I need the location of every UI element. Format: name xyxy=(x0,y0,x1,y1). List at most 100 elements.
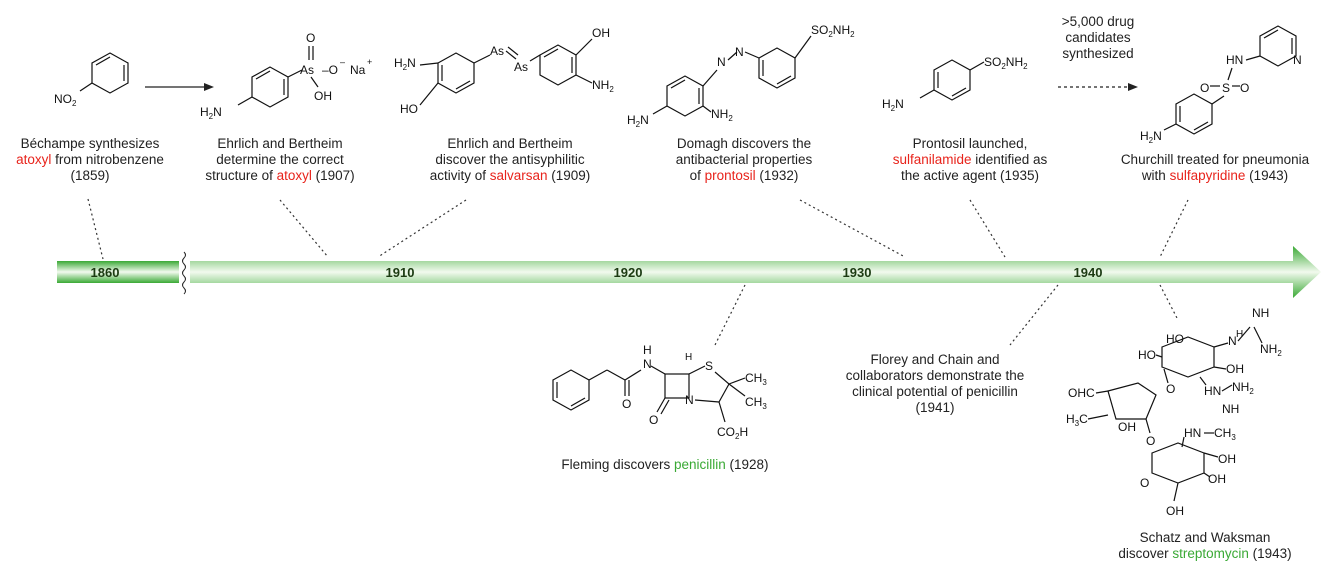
connector-domagh xyxy=(799,199,906,258)
highlight-sulfapyridine: sulfapyridine xyxy=(1169,168,1246,183)
sulfapyridine-structure: N HN S O O H2N xyxy=(1140,25,1302,145)
caption-churchill: Churchill treated for pneumonia with sul… xyxy=(1110,152,1320,184)
svg-text:NH: NH xyxy=(1222,402,1239,416)
caption-domagh: Domagh discovers the antibacterial prope… xyxy=(654,136,834,184)
connector-prontosil xyxy=(969,199,1006,258)
year-label-1940: 1940 xyxy=(1074,265,1103,280)
caption-florey: Florey and Chain and collaborators demon… xyxy=(830,352,1040,416)
svg-text:As: As xyxy=(300,63,314,77)
caption-fleming-year: (1928) xyxy=(729,457,769,472)
reaction-arrow xyxy=(145,83,214,91)
svg-text:H2N: H2N xyxy=(882,97,904,113)
caption-ehrlich-salvarsan-line3: activity of salvarsan (1909) xyxy=(412,168,608,184)
svg-text:O: O xyxy=(649,413,658,427)
caption-ehrlich-salvarsan-line2: discover the antisyphilitic xyxy=(435,152,585,167)
svg-text:H2N: H2N xyxy=(1140,129,1162,145)
highlight-atoxyl-2: atoxyl xyxy=(276,168,312,183)
connector-ehrlich-salvarsan xyxy=(377,199,467,258)
svg-text:H2N: H2N xyxy=(200,105,222,121)
svg-text:N: N xyxy=(1293,53,1302,67)
svg-text:N: N xyxy=(717,55,726,69)
caption-ehrlich-atoxyl: Ehrlich and Bertheim determine the corre… xyxy=(195,136,365,184)
caption-schatz-line1: Schatz and Waksman xyxy=(1139,530,1271,545)
connector-schatz xyxy=(1159,284,1179,321)
connector-ehrlich-atoxyl xyxy=(279,199,329,258)
nitrobenzene-structure: NO2 xyxy=(54,52,129,108)
svg-text:O: O xyxy=(1140,476,1149,490)
svg-text:H2N: H2N xyxy=(627,113,649,129)
highlight-streptomycin: streptomycin xyxy=(1172,546,1249,561)
caption-candidates-line1: >5,000 drug xyxy=(1061,14,1135,29)
caption-ehrlich-salvarsan: Ehrlich and Bertheim discover the antisy… xyxy=(412,136,608,184)
caption-florey-line4: (1941) xyxy=(915,400,955,415)
svg-text:OH: OH xyxy=(592,26,610,40)
svg-text:NH2: NH2 xyxy=(711,107,733,123)
svg-text:+: + xyxy=(367,57,372,67)
svg-text:NH2: NH2 xyxy=(1260,342,1282,358)
svg-text:HN: HN xyxy=(1204,384,1221,398)
caption-domagh-year: (1932) xyxy=(759,168,799,183)
svg-text:OHC: OHC xyxy=(1068,386,1095,400)
caption-florey-line1: Florey and Chain and xyxy=(870,352,1000,367)
svg-text:S: S xyxy=(1222,81,1230,95)
svg-text:O: O xyxy=(1240,81,1249,95)
highlight-prontosil: prontosil xyxy=(704,168,756,183)
svg-text:CH3: CH3 xyxy=(745,395,767,411)
caption-ehrlich-atoxyl-line2: determine the correct xyxy=(216,152,344,167)
connector-fleming xyxy=(714,284,746,346)
connector-bechampe xyxy=(87,198,104,260)
caption-candidates: >5,000 drug candidates synthesized xyxy=(1050,14,1146,62)
svg-text:CH3: CH3 xyxy=(1214,426,1236,442)
svg-text:H2N: H2N xyxy=(394,56,416,72)
caption-schatz-before: discover xyxy=(1118,546,1169,561)
connector-florey xyxy=(1009,284,1059,346)
svg-text:HO: HO xyxy=(1166,332,1184,346)
caption-churchill-year: (1943) xyxy=(1249,168,1289,183)
timeline-arrow xyxy=(190,246,1321,298)
highlight-atoxyl: atoxyl xyxy=(16,152,52,167)
caption-bechampe-rest: from nitrobenzene xyxy=(55,152,164,167)
year-label-1930: 1930 xyxy=(843,265,872,280)
caption-prontosil-line3: the active agent (1935) xyxy=(900,168,1040,183)
svg-text:O: O xyxy=(306,31,315,45)
svg-text:CO2H: CO2H xyxy=(717,425,748,441)
timeline-segment-1860 xyxy=(57,261,179,283)
caption-ehrlich-atoxyl-before: structure of xyxy=(205,168,273,183)
caption-bechampe-year: (1859) xyxy=(70,168,110,183)
svg-text:N: N xyxy=(643,357,652,371)
highlight-salvarsan: salvarsan xyxy=(489,168,548,183)
salvarsan-structure: H2N HO As As OH NH2 xyxy=(394,26,614,116)
svg-text:NH2: NH2 xyxy=(592,78,614,94)
caption-florey-line2: collaborators demonstrate the xyxy=(845,368,1025,383)
caption-churchill-before: with xyxy=(1141,168,1166,183)
caption-churchill-line1: Churchill treated for pneumonia xyxy=(1120,152,1310,167)
svg-text:S: S xyxy=(705,359,713,373)
svg-text:H3C: H3C xyxy=(1066,412,1088,428)
svg-text:OH: OH xyxy=(1118,420,1136,434)
caption-schatz-year: (1943) xyxy=(1252,546,1292,561)
caption-bechampe-line1: Béchampe synthesizes xyxy=(20,136,160,151)
svg-text:NH: NH xyxy=(1252,306,1269,320)
caption-fleming-before: Fleming discovers xyxy=(561,457,671,472)
caption-candidates-line2: candidates xyxy=(1065,30,1131,45)
sulfanilamide-structure: SO2NH2 H2N xyxy=(882,55,1028,113)
candidates-arrow xyxy=(1058,83,1138,91)
caption-bechampe: Béchampe synthesizes atoxyl from nitrobe… xyxy=(8,136,172,184)
svg-text:–: – xyxy=(340,57,345,67)
caption-domagh-line2: antibacterial properties xyxy=(675,152,813,167)
caption-domagh-line3: of prontosil (1932) xyxy=(654,168,834,184)
caption-prontosil-rest: identified as xyxy=(975,152,1048,167)
year-label-1910: 1910 xyxy=(386,265,415,280)
svg-text:N: N xyxy=(735,45,744,59)
caption-ehrlich-salvarsan-before: activity of xyxy=(429,168,486,183)
svg-text:OH: OH xyxy=(1166,504,1184,518)
caption-ehrlich-atoxyl-year: (1907) xyxy=(315,168,355,183)
caption-bechampe-line2: atoxyl from nitrobenzene xyxy=(8,152,172,168)
svg-text:H: H xyxy=(643,343,652,357)
streptomycin-structure: HO HO N H NH NH2 OH HN NH2 NH O OHC H3C … xyxy=(1066,306,1282,518)
atoxyl-structure: As O –O – Na + OH H2N xyxy=(200,31,372,121)
connector-churchill xyxy=(1159,199,1189,258)
caption-ehrlich-atoxyl-line1: Ehrlich and Bertheim xyxy=(217,136,343,151)
svg-text:HO: HO xyxy=(1138,348,1156,362)
svg-text:NO2: NO2 xyxy=(54,92,77,108)
